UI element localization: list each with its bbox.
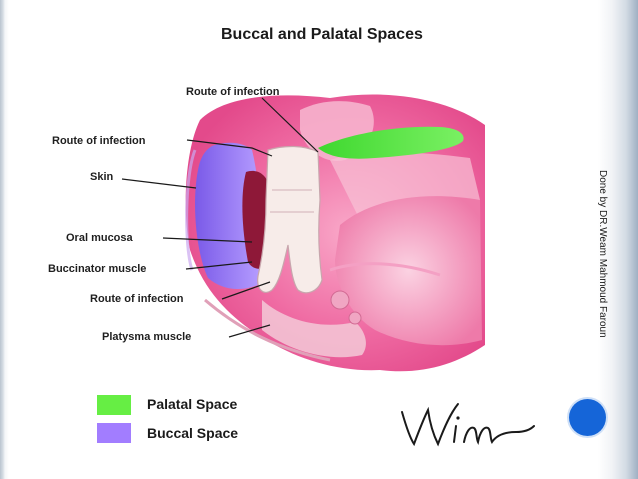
leader-skin (122, 179, 196, 188)
legend-label-palatal: Palatal Space (147, 396, 237, 412)
label-platysma-muscle: Platysma muscle (102, 331, 191, 343)
legend-swatch-buccal (97, 423, 131, 443)
label-route-of-infection-left: Route of infection (52, 135, 146, 147)
legend-label-buccal: Buccal Space (147, 425, 238, 441)
author-credit-text: Done by DR.Weam Mahmoud Faroun (597, 170, 608, 338)
artist-signature (392, 396, 542, 456)
label-oral-mucosa: Oral mucosa (66, 232, 133, 244)
label-skin: Skin (90, 171, 113, 183)
label-route-of-infection-top: Route of infection (186, 86, 280, 98)
slide-nav-button[interactable] (569, 399, 606, 436)
author-credit: Done by DR.Weam Mahmoud Faroun (596, 170, 610, 350)
legend-swatch-palatal (97, 395, 131, 415)
label-route-of-infection-bottom: Route of infection (90, 293, 184, 305)
label-buccinator-muscle: Buccinator muscle (48, 263, 146, 275)
